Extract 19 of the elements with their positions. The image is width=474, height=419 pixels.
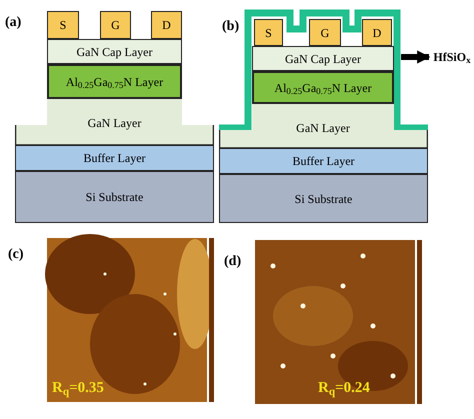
buffer-layer: Buffer Layer	[219, 148, 428, 174]
contact-pad: G	[100, 11, 131, 39]
arrow	[401, 50, 430, 64]
contact-pad: S	[47, 11, 79, 39]
panel-label: (d)	[224, 255, 242, 269]
algan-layer: Al$_{0.25}$Ga$_{0.75}$N Layer	[47, 64, 182, 99]
gan-layer: GaN Layer	[15, 99, 214, 145]
panel-label: (c)	[8, 248, 24, 262]
panel-label: (a)	[5, 16, 22, 30]
substrate-layer: Si Substrate	[15, 171, 214, 223]
layer-label: HfSiO$_{x}$	[430, 48, 474, 66]
contact-pad: D	[151, 11, 182, 39]
gan-layer: GaN Layer	[219, 104, 428, 148]
roughness-value: R$_{q}$=0.35	[52, 381, 104, 396]
buffer-layer: Buffer Layer	[15, 145, 214, 171]
substrate-layer: Si Substrate	[219, 174, 428, 223]
panel-label: (b)	[222, 20, 240, 34]
roughness-value: R$_{q}$=0.24	[318, 381, 370, 396]
cap-layer: GaN Cap Layer	[47, 39, 182, 64]
